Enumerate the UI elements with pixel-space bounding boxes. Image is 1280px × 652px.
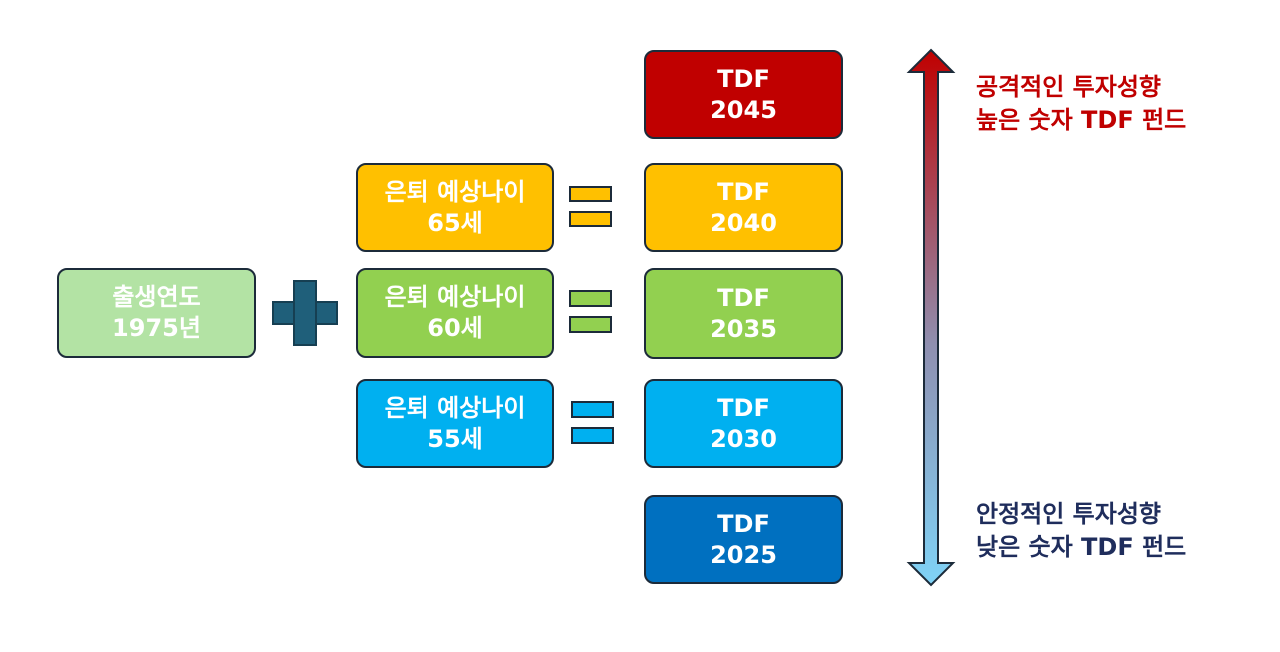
tdf-label: TDF — [717, 64, 770, 93]
tdf-2030-box: TDF 2030 — [644, 379, 843, 468]
tdf-year: 2040 — [710, 208, 777, 237]
tdf-2035-box: TDF 2035 — [644, 268, 843, 359]
tdf-label: TDF — [717, 393, 770, 422]
tdf-label: TDF — [717, 509, 770, 538]
tdf-2040-box: TDF 2040 — [644, 163, 843, 252]
retire-age-label: 은퇴 예상나이 — [384, 177, 526, 206]
tdf-year: 2035 — [710, 314, 777, 343]
aggressive-label-line2: 높은 숫자 TDF 펀드 — [976, 106, 1187, 134]
aggressive-label: 공격적인 투자성향 높은 숫자 TDF 펀드 — [976, 71, 1186, 137]
retire-age-55-box: 은퇴 예상나이 55세 — [356, 379, 554, 468]
stable-label-line2: 낮은 숫자 TDF 펀드 — [976, 533, 1187, 561]
retire-age-65-box: 은퇴 예상나이 65세 — [356, 163, 554, 252]
retire-age-value: 60세 — [427, 314, 483, 342]
birth-year-title: 출생연도 — [112, 283, 201, 311]
tdf-label: TDF — [717, 283, 770, 312]
tdf-2045-box: TDF 2045 — [644, 50, 843, 139]
tdf-label: TDF — [717, 177, 770, 206]
tdf-2025-box: TDF 2025 — [644, 495, 843, 584]
birth-year-value: 1975년 — [112, 314, 201, 342]
stable-label: 안정적인 투자성향 낮은 숫자 TDF 펀드 — [976, 498, 1186, 564]
tdf-year: 2045 — [710, 95, 777, 124]
aggressive-label-line1: 공격적인 투자성향 — [976, 73, 1161, 101]
stable-label-line1: 안정적인 투자성향 — [976, 500, 1161, 528]
retire-age-label: 은퇴 예상나이 — [384, 283, 526, 311]
tdf-year: 2025 — [710, 540, 777, 569]
retire-age-value: 55세 — [427, 424, 483, 453]
retire-age-value: 65세 — [427, 208, 483, 237]
retire-age-60-box: 은퇴 예상나이 60세 — [356, 268, 554, 358]
tdf-year: 2030 — [710, 424, 777, 453]
retire-age-label: 은퇴 예상나이 — [384, 393, 526, 422]
birth-year-box: 출생연도 1975년 — [57, 268, 256, 358]
